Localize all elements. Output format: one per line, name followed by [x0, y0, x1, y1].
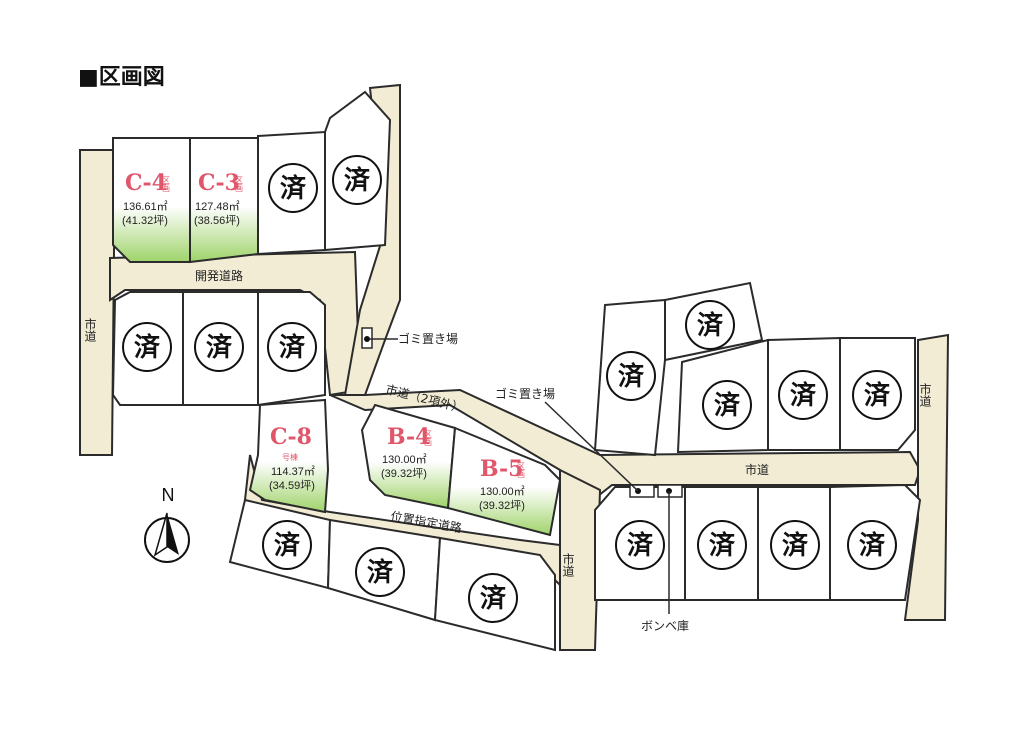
sumi-mark: 済 — [262, 520, 312, 570]
east-vertical-road-label: 市道 — [918, 382, 932, 407]
svg-text:B-4: B-4 — [387, 424, 430, 450]
svg-text:済: 済 — [279, 332, 306, 363]
lot-c4[interactable] — [112, 137, 191, 263]
svg-text:C-8: C-8 — [270, 424, 312, 450]
city-road-2-label: 市道（2項外） — [384, 381, 465, 415]
svg-text:済: 済 — [367, 557, 394, 588]
gas-storage: ボンベ庫 — [641, 484, 689, 633]
sumi-mark: 済 — [770, 520, 820, 570]
sumi-mark: 済 — [267, 322, 317, 372]
svg-text:済: 済 — [627, 530, 654, 561]
svg-text:済: 済 — [790, 380, 817, 411]
svg-text:C-4: C-4 — [125, 170, 167, 196]
page-title: ■区画図 — [78, 65, 165, 90]
svg-text:済: 済 — [344, 165, 371, 196]
west-city-road-label: 市道 — [83, 317, 97, 342]
north-compass: N — [144, 485, 190, 563]
svg-text:済: 済 — [714, 390, 741, 421]
svg-text:(34.59坪): (34.59坪) — [269, 479, 315, 492]
svg-text:済: 済 — [274, 530, 301, 561]
sumi-mark: 済 — [332, 155, 382, 205]
development-road-label: 開発道路 — [195, 268, 243, 283]
svg-text:区画: 区画 — [235, 176, 244, 193]
sumi-mark: 済 — [122, 322, 172, 372]
gas-storage-label: ボンベ庫 — [641, 619, 689, 633]
svg-text:136.61㎡: 136.61㎡ — [123, 200, 168, 213]
sumi-mark: 済 — [778, 370, 828, 420]
sumi-mark: 済 — [606, 351, 656, 401]
sumi-mark: 済 — [852, 370, 902, 420]
sumi-mark: 済 — [685, 300, 735, 350]
svg-text:B-5: B-5 — [480, 456, 523, 482]
svg-text:済: 済 — [134, 332, 161, 363]
sumi-mark: 済 — [194, 322, 244, 372]
diagonal-city-road — [329, 388, 922, 512]
svg-text:済: 済 — [859, 530, 886, 561]
south-city-road-label: 市道 — [561, 552, 575, 577]
garbage-area-1-label: ゴミ置き場 — [398, 331, 458, 346]
lot-label-c8: C-8 号棟 114.37㎡ (34.59坪) — [269, 424, 315, 492]
lot-b5[interactable] — [446, 426, 562, 537]
east-city-road — [903, 333, 950, 621]
svg-text:130.00㎡: 130.00㎡ — [480, 485, 525, 498]
svg-text:114.37㎡: 114.37㎡ — [271, 465, 315, 478]
svg-text:済: 済 — [864, 380, 891, 411]
sumi-mark: 済 — [697, 520, 747, 570]
sumi-mark: 済 — [847, 520, 897, 570]
east-city-road-label: 市道 — [745, 462, 769, 477]
svg-text:(38.56坪): (38.56坪) — [194, 214, 240, 227]
sumi-mark: 済 — [702, 380, 752, 430]
svg-text:済: 済 — [480, 583, 507, 614]
garbage-area-2: ゴミ置き場 — [495, 386, 655, 498]
sumi-mark: 済 — [355, 547, 405, 597]
sumi-marks: 済 済 済 済 済 済 済 済 済 済 済 済 済 済 済 済 済 — [122, 155, 902, 623]
lot-label-b5: B-5 区画 130.00㎡ (39.32坪) — [479, 456, 526, 512]
svg-text:済: 済 — [206, 332, 233, 363]
svg-text:済: 済 — [697, 310, 724, 341]
lots-top-row — [112, 90, 392, 264]
svg-text:127.48㎡: 127.48㎡ — [195, 200, 240, 213]
west-city-road — [79, 149, 117, 456]
garbage-area-2-label: ゴミ置き場 — [495, 386, 555, 401]
svg-text:C-3: C-3 — [198, 170, 240, 196]
svg-text:号棟: 号棟 — [282, 452, 298, 462]
lots-b — [360, 403, 562, 537]
svg-text:(41.32坪): (41.32坪) — [122, 214, 168, 227]
compass-label: N — [162, 485, 175, 505]
svg-text:区画: 区画 — [517, 462, 526, 479]
sumi-mark: 済 — [615, 520, 665, 570]
lot-c8[interactable] — [248, 398, 330, 514]
lot-label-c4: C-4 区画 136.61㎡ (41.32坪) — [122, 170, 171, 227]
garbage-area-1: ゴミ置き場 — [361, 327, 458, 349]
south-city-road — [559, 468, 602, 651]
svg-text:130.00㎡: 130.00㎡ — [382, 453, 427, 466]
svg-text:済: 済 — [782, 530, 809, 561]
svg-text:済: 済 — [280, 173, 307, 204]
lot-label-c3: C-3 区画 127.48㎡ (38.56坪) — [194, 170, 244, 227]
svg-text:済: 済 — [709, 530, 736, 561]
lot-c3[interactable] — [189, 137, 259, 264]
sumi-mark: 済 — [268, 163, 318, 213]
svg-text:(39.32坪): (39.32坪) — [479, 499, 525, 512]
svg-text:済: 済 — [618, 361, 645, 392]
svg-text:区画: 区画 — [162, 176, 171, 193]
svg-text:区画: 区画 — [424, 430, 433, 447]
svg-text:(39.32坪): (39.32坪) — [381, 467, 427, 480]
sumi-mark: 済 — [468, 573, 518, 623]
lot-label-b4: B-4 区画 130.00㎡ (39.32坪) — [381, 424, 433, 480]
north-arrow-fill-icon — [167, 513, 179, 555]
